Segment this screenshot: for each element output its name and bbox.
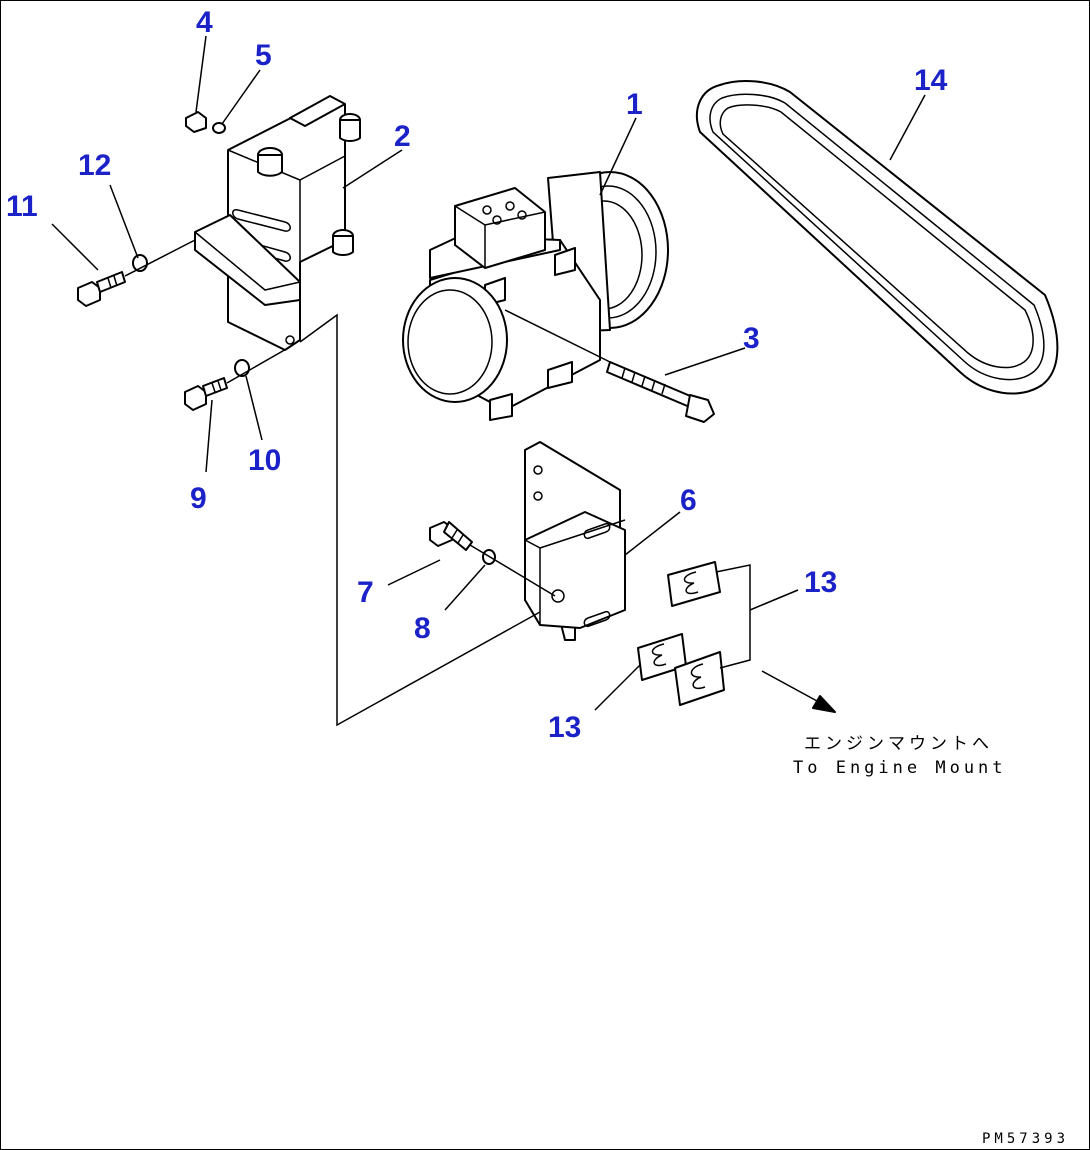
callout-numbers: 1 2 3 4 5 6 7 8 9 10 11 12 13 13 14 xyxy=(6,6,948,744)
shim-upper xyxy=(667,561,721,607)
compressor-bracket xyxy=(194,95,361,351)
assembly-line xyxy=(299,313,541,727)
dash-line-bolt11 xyxy=(124,239,196,277)
dash-line-bolt7 xyxy=(469,544,556,597)
mounting-bracket xyxy=(524,441,626,641)
v-belt xyxy=(695,80,1059,395)
note-english: To Engine Mount xyxy=(793,758,1007,778)
callout-12: 12 xyxy=(78,149,111,182)
callout-14: 14 xyxy=(914,64,948,97)
callout-7: 7 xyxy=(357,576,374,609)
bolt-9 xyxy=(184,377,228,411)
callout-3: 3 xyxy=(743,322,760,355)
drawing-code: PM57393 xyxy=(982,1131,1069,1147)
callout-11: 11 xyxy=(6,190,38,223)
bolt-11 xyxy=(77,271,126,307)
callout-13-upper: 13 xyxy=(804,566,837,599)
shim-group-line xyxy=(715,564,751,669)
callout-2: 2 xyxy=(394,120,411,153)
callout-9: 9 xyxy=(190,482,207,515)
callout-13-lower: 13 xyxy=(548,711,581,744)
callout-8: 8 xyxy=(414,612,431,645)
lock-washer-5 xyxy=(212,122,226,134)
engine-mount-arrow xyxy=(761,670,836,713)
callout-5: 5 xyxy=(255,39,272,72)
callout-10: 10 xyxy=(248,444,281,477)
shim-lower-right xyxy=(674,651,725,706)
dash-line-compressor-bolt xyxy=(504,309,611,363)
leader-lines xyxy=(51,35,926,711)
compressor xyxy=(402,171,669,421)
callout-6: 6 xyxy=(680,484,697,517)
nut xyxy=(185,111,207,133)
callout-1: 1 xyxy=(626,88,643,121)
dash-line-bolt9 xyxy=(226,347,289,384)
long-bolt xyxy=(606,361,715,423)
bolt-7 xyxy=(429,521,473,551)
callout-4: 4 xyxy=(196,6,213,39)
note-japanese: エンジンマウントへ xyxy=(804,734,993,754)
